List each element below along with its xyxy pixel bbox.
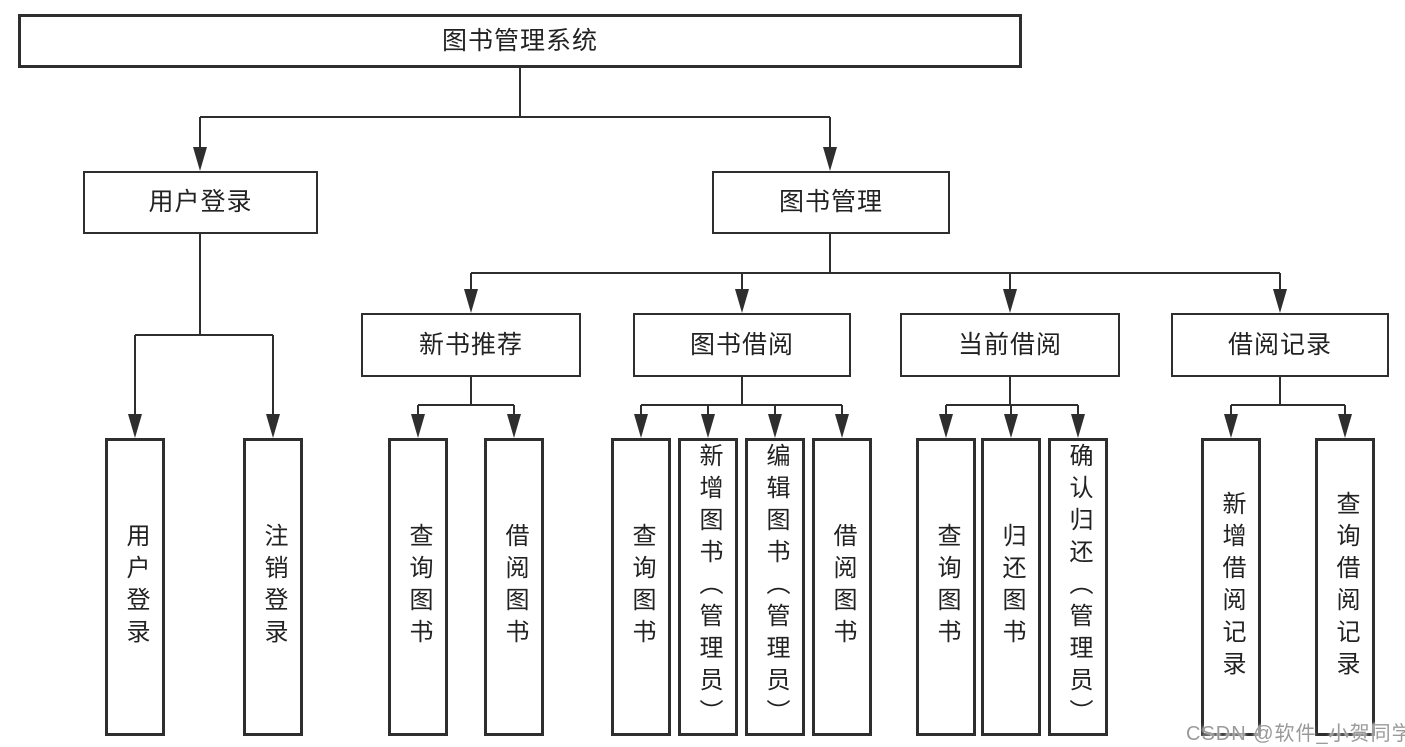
node-current-borrowing: 当前借阅 [900,313,1120,377]
arrowhead [507,414,521,438]
node-leaf-query-borrow-record: 查询借阅记录 [1315,438,1375,736]
node-leaf-borrow-books-recommend: 借阅图书 [484,438,544,736]
node-leaf-logout: 注销登录 [243,438,303,736]
arrow-to-user-login [193,117,207,171]
arrowhead [735,289,749,313]
arrow-to-leaf-query-books-1 [411,405,425,438]
arrowhead [1338,414,1352,438]
arrow-to-leaf-borrow-books-1 [507,405,521,438]
node-book-borrowing: 图书借阅 [633,313,851,377]
arrow-to-leaf-query-books-3 [939,405,953,438]
node-borrowing-records: 借阅记录 [1171,313,1389,377]
arrowhead [1003,289,1017,313]
node-leaf-confirm-return-admin: 确认归还（管理员） [1048,438,1108,736]
node-root-system: 图书管理系统 [18,14,1022,68]
arrow-to-leaf-edit-books [768,405,782,438]
arrowhead [128,414,142,438]
arrow-to-leaf-query-record [1338,405,1352,438]
arrowhead [193,147,207,171]
arrowhead [634,414,648,438]
node-leaf-query-books-recommend: 查询图书 [388,438,448,736]
node-leaf-add-borrow-record: 新增借阅记录 [1201,438,1261,736]
connector-root-branch [200,68,830,118]
connector-new-book-recommend-branch [418,377,514,406]
csdn-watermark: CSDN @软件_小贺同学 [1186,723,1405,745]
connector-user-login-branch [135,234,273,336]
arrow-to-leaf-confirm-return [1071,405,1085,438]
arrowhead [939,414,953,438]
node-leaf-edit-books-admin: 编辑图书（管理员） [745,438,805,736]
arrowhead [823,147,837,171]
node-user-login: 用户登录 [83,171,318,234]
node-new-book-recommend: 新书推荐 [361,313,581,377]
arrowhead [1224,414,1238,438]
arrow-to-current-borrowing [1003,273,1017,313]
arrow-to-leaf-query-books-2 [634,405,648,438]
arrow-to-leaf-add-books [701,405,715,438]
arrow-to-leaf-add-record [1224,405,1238,438]
arrowhead [464,289,478,313]
arrow-to-leaf-borrow-books-2 [835,405,849,438]
arrow-to-leaf-user-login [128,335,142,438]
arrowhead [266,414,280,438]
node-leaf-add-books-admin: 新增图书（管理员） [678,438,738,736]
arrowhead [411,414,425,438]
arrow-to-leaf-return-books [1004,405,1018,438]
node-leaf-borrow-books: 借阅图书 [812,438,872,736]
arrowhead [1071,414,1085,438]
arrowhead [1273,289,1287,313]
connector-current-borrowing-branch [946,377,1078,406]
node-leaf-return-books: 归还图书 [981,438,1041,736]
node-leaf-query-books-borrowing: 查询图书 [611,438,671,736]
connector-book-management-branch [471,234,1280,274]
arrow-to-new-book-recommend [464,273,478,313]
arrowhead [835,414,849,438]
arrow-to-book-borrowing [735,273,749,313]
connector-borrowing-records-branch [1231,377,1345,406]
arrow-to-book-management [823,117,837,171]
arrowhead [1004,414,1018,438]
arrowhead [768,414,782,438]
node-leaf-query-books-current: 查询图书 [916,438,976,736]
node-book-management: 图书管理 [712,171,950,234]
connector-book-borrowing-branch [641,377,842,406]
arrow-to-leaf-logout [266,335,280,438]
node-leaf-user-login: 用户登录 [105,438,165,736]
arrowhead [701,414,715,438]
arrow-to-borrowing-records [1273,273,1287,313]
